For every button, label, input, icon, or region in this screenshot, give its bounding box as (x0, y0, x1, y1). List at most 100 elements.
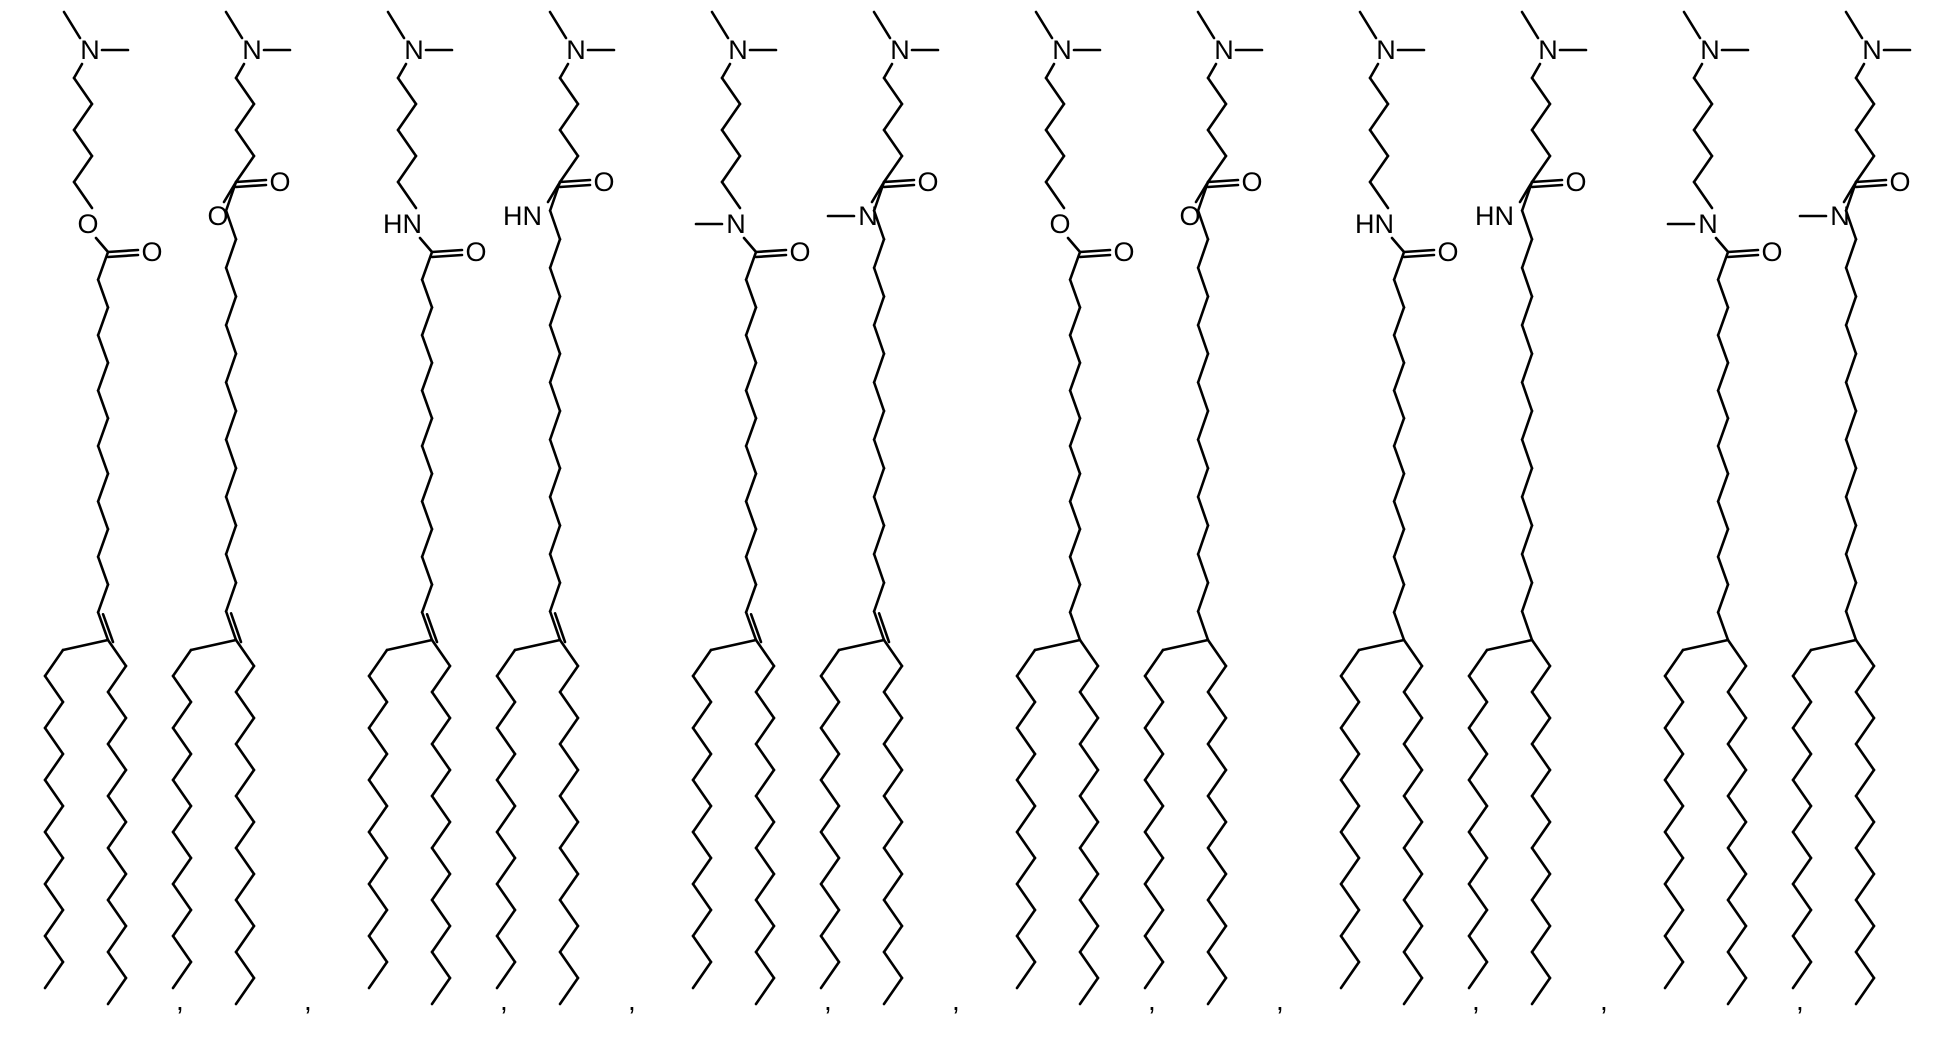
right-tail-bond (1208, 822, 1226, 848)
molecule-list: NOO,NOO,NHNO,NOHN,NNO,NON,NOO,NOO,NHNO,N… (45, 12, 1911, 1016)
left-tail-bond (1469, 780, 1487, 806)
left-tail-bond (45, 832, 63, 858)
chain-bond (874, 268, 884, 297)
carbonyl-bond (884, 185, 914, 187)
tail-bond (1683, 640, 1728, 650)
left-tail-bond (1017, 780, 1035, 806)
right-tail-bond (1404, 952, 1422, 978)
chain-bond (226, 325, 236, 354)
chain-bond (1846, 268, 1856, 297)
left-tail-bond (1145, 832, 1163, 858)
right-tail-bond (1080, 666, 1098, 692)
spacer-bond (884, 78, 902, 104)
left-tail-bond (821, 702, 839, 728)
spacer-bond (1046, 156, 1064, 182)
left-tail-bond (173, 650, 191, 676)
right-tail-bond (884, 926, 902, 952)
left-tail-bond (1341, 910, 1359, 936)
carbonyl-bond (560, 185, 590, 187)
ester-oxygen: O (1049, 209, 1070, 239)
chain-bond (1394, 501, 1404, 529)
chain-bond (1718, 474, 1728, 502)
left-tail-bond (1341, 884, 1359, 910)
chain-bond (226, 268, 236, 297)
left-tail-bond (1145, 858, 1163, 884)
right-tail-bond (1404, 848, 1422, 874)
spacer-bond (1046, 64, 1054, 78)
left-tail-bond (369, 884, 387, 910)
left-tail-bond (1469, 936, 1487, 962)
spacer-bond (1046, 78, 1064, 104)
left-tail-bond (173, 754, 191, 780)
left-tail-bond (1793, 728, 1811, 754)
chain-bond (746, 474, 756, 502)
chain-bond (1846, 468, 1856, 497)
right-tail-bond (108, 692, 126, 718)
left-tail-bond (1665, 910, 1683, 936)
chain-bond (226, 382, 236, 411)
chain-bond (874, 239, 884, 268)
carbonyl-bond (1532, 180, 1562, 182)
left-tail-bond (1793, 910, 1811, 936)
left-tail-bond (369, 780, 387, 806)
chain-bond (422, 307, 432, 335)
left-tail-bond (1145, 884, 1163, 910)
molecule-6: NON, (821, 12, 960, 1016)
left-tail-bond (1017, 650, 1035, 676)
chain-bond (1070, 418, 1080, 446)
ester-oxygen: O (207, 201, 228, 231)
carbonyl-bond (1080, 255, 1110, 257)
chain-bond (1394, 585, 1404, 613)
right-tail-bond (1404, 640, 1422, 666)
left-tail-bond (1793, 754, 1811, 780)
carbonyl-bond (432, 255, 462, 257)
amide-nitrogen: N (1698, 209, 1718, 239)
left-tail-bond (821, 832, 839, 858)
right-tail-bond (756, 900, 774, 926)
chain-bond (550, 468, 560, 497)
left-tail-bond (369, 910, 387, 936)
chain-bond (1718, 418, 1728, 446)
right-tail-bond (756, 926, 774, 952)
spacer-bond (1694, 182, 1712, 208)
left-tail-bond (1793, 832, 1811, 858)
carbonyl-bond (108, 255, 138, 257)
left-tail-bond (497, 702, 515, 728)
right-tail-bond (236, 874, 254, 900)
spacer-bond (1370, 130, 1388, 156)
left-tail-bond (693, 962, 711, 988)
right-tail-bond (1728, 744, 1746, 770)
carbonyl-oxygen: O (141, 237, 162, 267)
right-tail-bond (1728, 848, 1746, 874)
chain-bond (1394, 252, 1404, 280)
right-tail-bond (560, 692, 578, 718)
right-tail-bond (756, 848, 774, 874)
right-tail-bond (1080, 822, 1098, 848)
chain-bond (1070, 280, 1080, 308)
spacer-bond (236, 130, 254, 156)
carbonyl-bond (1404, 250, 1434, 252)
chain-bond (1846, 411, 1856, 440)
left-tail-bond (45, 806, 63, 832)
chain-bond (1718, 307, 1728, 335)
spacer-bond (884, 156, 902, 182)
carbonyl-oxygen: O (1565, 167, 1586, 197)
chain-bond (550, 497, 560, 526)
left-tail-bond (821, 884, 839, 910)
left-tail-bond (1017, 962, 1035, 988)
molecule-1: NOO, (45, 12, 184, 1016)
left-tail-bond (1793, 702, 1811, 728)
chain-bond (874, 354, 884, 383)
molecule-7: NOO, (1017, 12, 1156, 1016)
right-tail-bond (560, 978, 578, 1004)
right-tail-bond (108, 848, 126, 874)
right-tail-bond (1856, 770, 1874, 796)
right-tail-bond (236, 796, 254, 822)
right-tail-bond (1404, 900, 1422, 926)
molecule-11: NNO, (1665, 12, 1804, 1016)
right-tail-bond (1404, 926, 1422, 952)
left-tail-bond (1469, 702, 1487, 728)
right-tail-bond (1208, 978, 1226, 1004)
chain-bond (1522, 354, 1532, 383)
